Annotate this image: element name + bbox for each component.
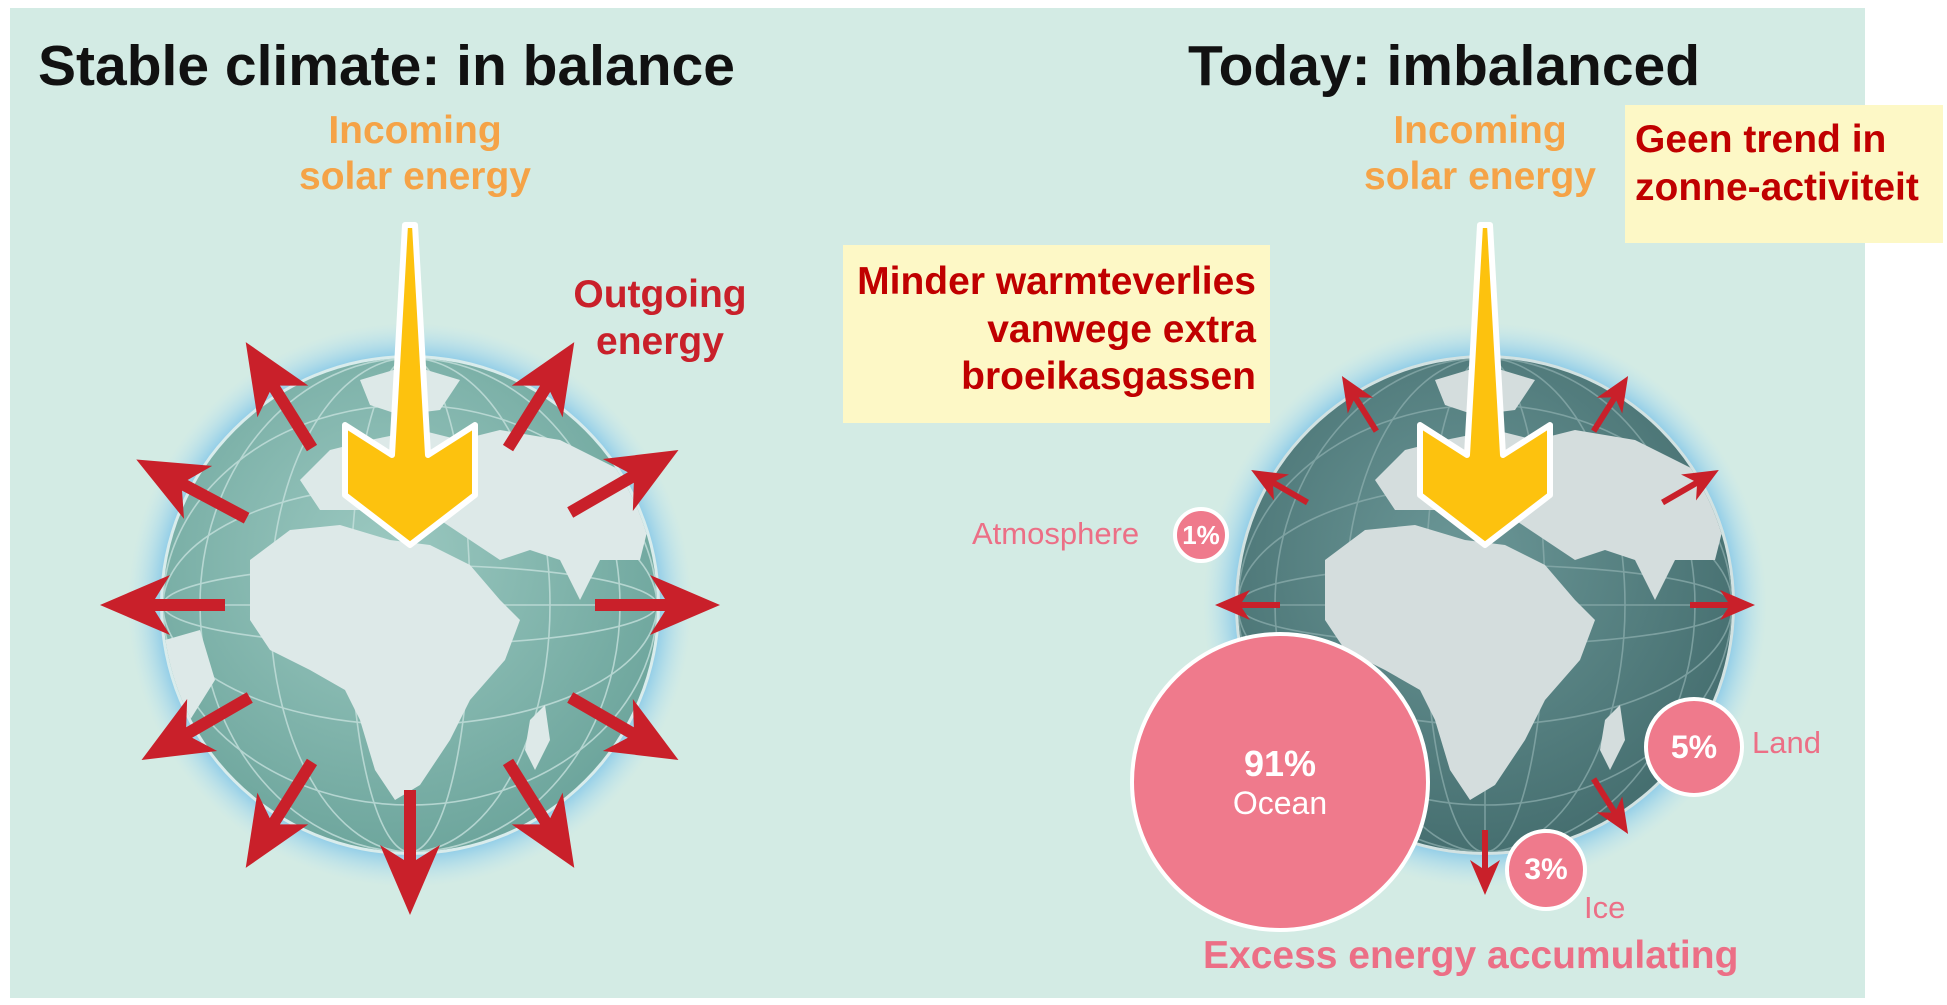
left-panel-title: Stable climate: in balance: [38, 34, 735, 98]
ice-label: Ice: [1584, 890, 1626, 925]
left-incoming-label: Incoming solar energy: [290, 108, 540, 200]
outgoing-arrow: [1470, 830, 1500, 895]
outgoing-arrow: [1215, 590, 1280, 620]
ice-bubble: 3%: [1505, 829, 1587, 911]
outgoing-arrow: [567, 450, 679, 518]
outgoing-arrow: [1661, 470, 1719, 506]
incoming-line-2: solar energy: [1364, 155, 1596, 199]
outgoing-arrow: [567, 692, 679, 760]
outgoing-arrow: [1690, 590, 1755, 620]
outgoing-arrow: [245, 758, 318, 868]
atmosphere-pct: 1%: [1182, 519, 1220, 550]
outgoing-arrow: [502, 758, 575, 868]
outgoing-arrow: [1341, 376, 1379, 433]
note-line-2: vanwege extra: [987, 307, 1256, 351]
right-outgoing-arrows: [1215, 376, 1755, 895]
outgoing-line-2: energy: [596, 319, 724, 363]
outgoing-arrow: [141, 692, 253, 760]
land-label: Land: [1752, 725, 1821, 760]
land-bubble: 5%: [1644, 697, 1744, 797]
left-globe: [128, 323, 692, 887]
incoming-line-1: Incoming: [328, 109, 502, 152]
right-panel-title: Today: imbalanced: [1188, 34, 1701, 98]
atmosphere-bubble: 1%: [1173, 507, 1229, 563]
outgoing-arrow: [595, 575, 720, 635]
note-line-1: Minder warmteverlies: [857, 260, 1256, 303]
ocean-label: Ocean: [1232, 784, 1328, 821]
ocean-pct: 91%: [1243, 742, 1317, 784]
land-pct: 5%: [1670, 728, 1718, 765]
note-line-1: Geen trend in: [1635, 118, 1887, 161]
excess-energy-label: Excess energy accumulating: [1203, 934, 1739, 977]
incoming-line-2: solar energy: [299, 155, 531, 199]
outgoing-line-1: Outgoing: [573, 273, 747, 316]
incoming-line-1: Incoming: [1393, 109, 1567, 152]
note-line-2: zonne-activiteit: [1635, 165, 1919, 209]
ocean-bubble: 91% Ocean: [1130, 632, 1430, 932]
ice-pct: 3%: [1524, 853, 1568, 886]
right-incoming-label: Incoming solar energy: [1355, 108, 1605, 200]
outgoing-arrow: [1591, 376, 1629, 433]
left-solar-arrow: [342, 222, 478, 548]
note-line-3: broeikasgassen: [961, 355, 1256, 399]
outgoing-arrow: [1591, 777, 1629, 834]
outgoing-arrow: [136, 459, 250, 524]
outgoing-arrow: [245, 342, 318, 452]
outgoing-arrow: [100, 575, 225, 635]
outgoing-arrow: [380, 790, 440, 915]
outgoing-arrow: [1251, 470, 1309, 506]
outgoing-arrow: [502, 342, 575, 452]
note-solar-trend: Geen trend in zonne-activiteit: [1625, 105, 1943, 243]
atmosphere-label: Atmosphere: [972, 516, 1140, 551]
note-greenhouse-gases: Minder warmteverlies vanwege extra broei…: [843, 245, 1270, 423]
left-outgoing-arrows: [100, 342, 720, 915]
right-continents: [1325, 365, 1725, 800]
outgoing-energy-label: Outgoing energy: [560, 272, 760, 366]
right-solar-arrow: [1417, 222, 1553, 548]
